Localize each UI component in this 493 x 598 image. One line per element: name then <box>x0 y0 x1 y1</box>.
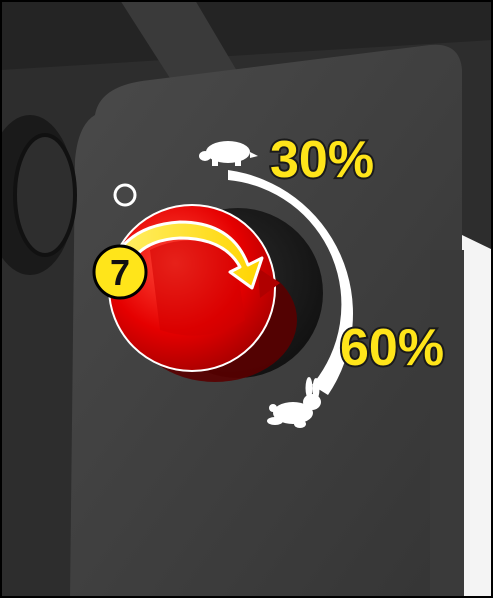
right-edge <box>430 250 464 598</box>
step-number: 7 <box>110 252 130 293</box>
step-number-badge: 7 <box>92 244 148 300</box>
rabbit-icon <box>267 377 321 428</box>
knob-grip <box>150 240 245 336</box>
upper-frame <box>0 0 493 70</box>
circle-mark <box>113 183 137 207</box>
knob-pointer <box>258 268 280 298</box>
left-connector-ring <box>13 133 77 257</box>
slow-speed-label: 30% <box>270 131 374 189</box>
fast-speed-label: 60% <box>340 319 444 377</box>
turtle-icon <box>199 141 258 166</box>
background-cutout <box>462 235 493 598</box>
speed-scale-arc <box>228 170 353 395</box>
clockwise-arrow-icon <box>110 220 264 290</box>
